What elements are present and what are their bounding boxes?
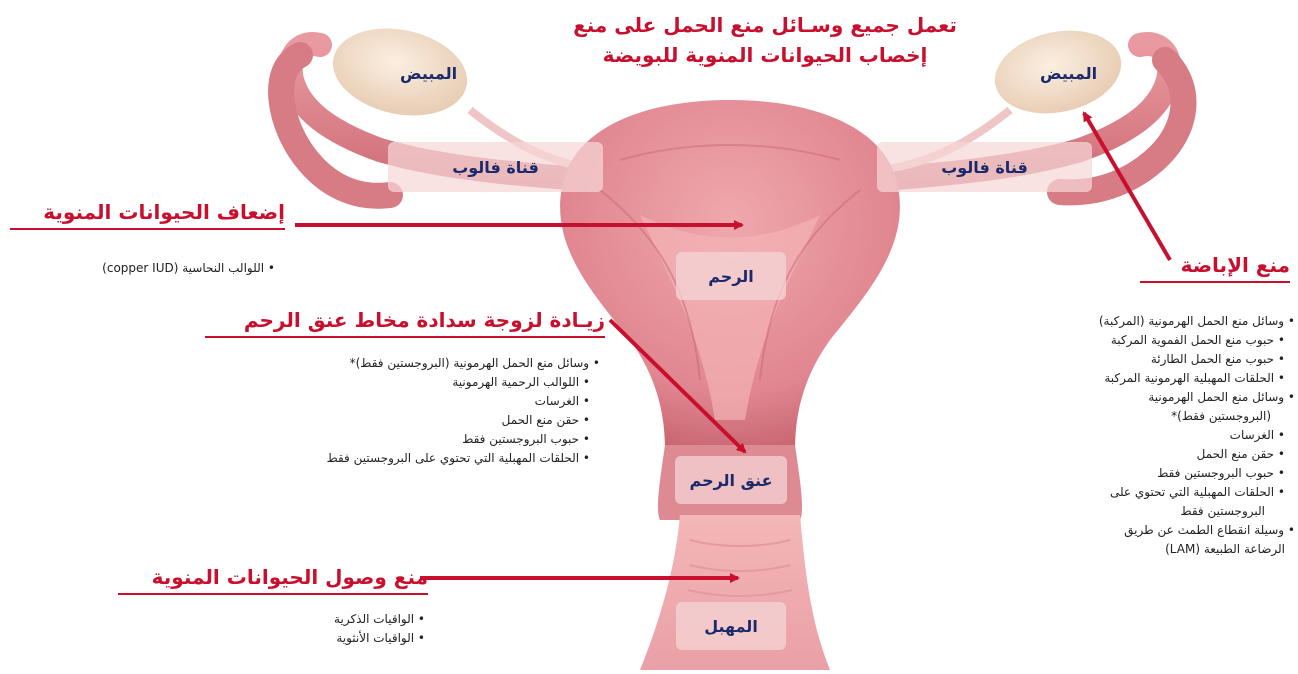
- ovulation-section: منع الإباضة: [1140, 253, 1290, 283]
- list-item: اللوالب النحاسية (copper IUD): [10, 259, 275, 278]
- ovulation-underline: [1140, 281, 1290, 283]
- list-item: الحلقات المهبلية التي تحتوي على البروجست…: [205, 449, 600, 468]
- list-item: وسيلة انقطاع الطمث عن طريق: [1020, 521, 1295, 540]
- list-item: الواقيات الذكرية: [225, 610, 425, 629]
- block-sperm-list: الواقيات الذكرية الواقيات الأنثوية: [225, 610, 425, 648]
- list-item-continuation: البروجستين فقط: [1020, 502, 1295, 521]
- list-item: وسائل منع الحمل الهرمونية (البروجستين فق…: [205, 354, 600, 373]
- list-item: الغرسات: [1020, 426, 1295, 445]
- ovulation-arrow: [1084, 113, 1170, 260]
- list-item: حبوب منع الحمل الفموية المركبة: [1020, 331, 1295, 350]
- list-item: اللوالب الرحمية الهرمونية: [205, 373, 600, 392]
- block-sperm-underline: [118, 593, 428, 595]
- block-sperm-section: منع وصول الحيوانات المنوية: [118, 565, 428, 595]
- list-item: حبوب البروجستين فقط: [1020, 464, 1295, 483]
- mucus-section: زيـادة لزوجة سدادة مخاط عنق الرحم: [205, 308, 605, 338]
- list-item: حقن منع الحمل: [205, 411, 600, 430]
- list-item: الحلقات المهبلية التي تحتوي على: [1020, 483, 1295, 502]
- mucus-list: وسائل منع الحمل الهرمونية (البروجستين فق…: [205, 354, 600, 468]
- list-item: الواقيات الأنثوية: [225, 629, 425, 648]
- ovulation-list: وسائل منع الحمل الهرمونية (المركبة) حبوب…: [1020, 312, 1295, 559]
- mucus-heading: زيـادة لزوجة سدادة مخاط عنق الرحم: [205, 308, 605, 332]
- weaken-sperm-section: إضعاف الحيوانات المنوية: [10, 200, 285, 230]
- weaken-sperm-list: اللوالب النحاسية (copper IUD): [10, 259, 275, 278]
- mucus-underline: [205, 336, 605, 338]
- list-item-continuation: (البروجستين فقط)*: [1020, 407, 1295, 426]
- list-item: الحلقات المهبلية الهرمونية المركبة: [1020, 369, 1295, 388]
- list-item-continuation: الرضاعة الطبيعة (LAM): [1020, 540, 1295, 559]
- list-item: وسائل منع الحمل الهرمونية (المركبة): [1020, 312, 1295, 331]
- list-item: وسائل منع الحمل الهرمونية: [1020, 388, 1295, 407]
- weaken-sperm-underline: [10, 228, 285, 230]
- block-sperm-heading: منع وصول الحيوانات المنوية: [118, 565, 428, 589]
- list-item: الغرسات: [205, 392, 600, 411]
- list-item: حقن منع الحمل: [1020, 445, 1295, 464]
- ovulation-heading: منع الإباضة: [1140, 253, 1290, 277]
- list-item: حبوب البروجستين فقط: [205, 430, 600, 449]
- mucus-arrow: [610, 320, 745, 452]
- weaken-sperm-heading: إضعاف الحيوانات المنوية: [10, 200, 285, 224]
- list-item: حبوب منع الحمل الطارئة: [1020, 350, 1295, 369]
